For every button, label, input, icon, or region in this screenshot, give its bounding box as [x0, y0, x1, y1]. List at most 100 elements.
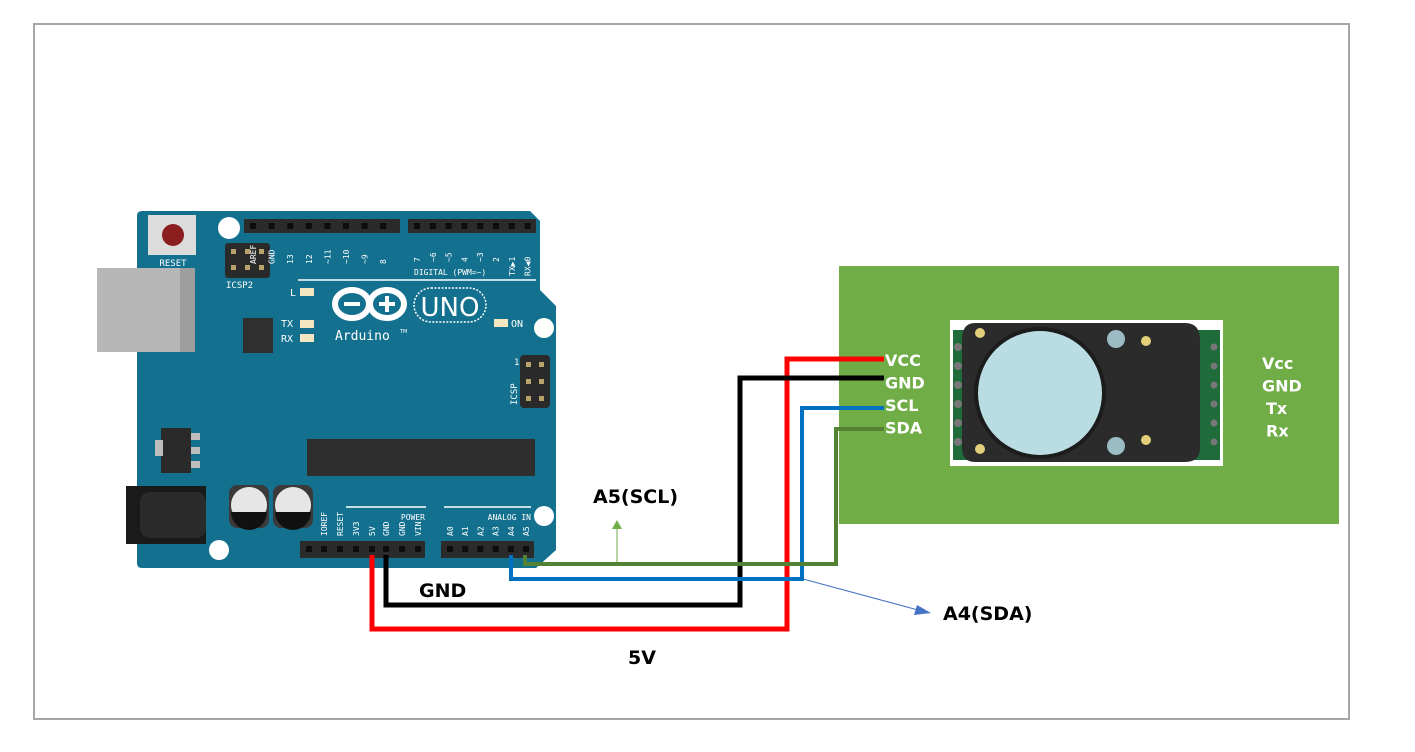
led-rx — [300, 334, 314, 342]
power-label: POWER — [401, 513, 425, 522]
brand-label: Arduino — [335, 329, 390, 344]
analog-socket[interactable] — [492, 546, 499, 552]
digital-pin-label: 2 — [492, 257, 501, 262]
sensor-wire-label: VCC — [885, 351, 921, 370]
digital-socket[interactable] — [461, 223, 468, 229]
sensor-pin-label: Tx — [1266, 399, 1288, 418]
sensor-photo — [950, 320, 1223, 466]
sensor-pin — [1210, 381, 1218, 389]
sensor-wire-label: GND — [885, 374, 925, 393]
digital-label: DIGITAL (PWM=~) — [414, 268, 486, 277]
digital-pin-label: ~3 — [476, 252, 485, 262]
power-socket[interactable] — [321, 546, 327, 552]
mounting-hole — [534, 506, 554, 526]
analog-socket[interactable] — [477, 546, 484, 552]
sensor-pin — [954, 400, 962, 408]
digital-socket[interactable] — [305, 223, 312, 229]
power-pin-label: GND — [382, 521, 391, 536]
sensor-pin — [954, 419, 962, 427]
gnd-annotation: GND — [419, 580, 466, 602]
digital-socket[interactable] — [380, 223, 387, 229]
capacitor — [273, 485, 313, 530]
reset-button[interactable] — [162, 224, 184, 246]
sensor-pin — [954, 438, 962, 446]
arduino-logo — [332, 287, 407, 321]
digital-socket[interactable] — [524, 223, 531, 229]
digital-socket[interactable] — [361, 223, 368, 229]
power-socket[interactable] — [337, 546, 343, 552]
sensor-pin — [1210, 343, 1218, 351]
power-pin-label: 3V3 — [352, 521, 361, 536]
analog-socket[interactable] — [523, 546, 529, 552]
diagram-frame — [33, 23, 1350, 720]
icsp-header — [520, 355, 550, 408]
power-pin-label: 5V — [368, 526, 377, 536]
analog-pin-label: A2 — [476, 526, 485, 536]
led-on — [494, 319, 508, 327]
digital-socket[interactable] — [429, 223, 436, 229]
sensor-pin — [1210, 438, 1218, 446]
a5-annotation: A5(SCL) — [593, 486, 678, 508]
icsp2-header — [225, 243, 270, 278]
digital-socket[interactable] — [445, 223, 452, 229]
power-socket[interactable] — [369, 546, 375, 552]
digital-header-right — [408, 219, 536, 233]
digital-socket[interactable] — [477, 223, 484, 229]
digital-socket[interactable] — [414, 223, 420, 229]
power-socket[interactable] — [306, 546, 312, 552]
mounting-hole — [209, 540, 229, 560]
sensor-pin-label: Rx — [1266, 422, 1289, 441]
microcontroller-chip — [307, 439, 535, 476]
mounting-hole — [218, 217, 240, 239]
digital-pin-label: ~9 — [361, 254, 370, 264]
board-pcb — [137, 211, 556, 568]
digital-pin-label: 4 — [460, 257, 469, 262]
power-pin-label: VIN — [414, 521, 423, 536]
power-socket[interactable] — [415, 546, 421, 552]
digital-pin-label: TX▶1 — [508, 257, 517, 276]
usb-port — [97, 268, 195, 352]
icsp-pin1-label: 1 — [514, 358, 519, 368]
digital-pin-label: 13 — [286, 254, 295, 264]
digital-header-left — [244, 219, 400, 233]
analog-socket[interactable] — [507, 546, 514, 552]
capacitor — [229, 485, 269, 530]
digital-socket[interactable] — [493, 223, 499, 229]
power-socket[interactable] — [383, 546, 389, 552]
power-socket[interactable] — [353, 546, 359, 552]
analog-pin-label: A4 — [507, 526, 516, 536]
trademark: TM — [399, 329, 407, 335]
digital-socket[interactable] — [250, 223, 256, 229]
digital-socket[interactable] — [268, 223, 275, 229]
wire-5v — [369, 356, 884, 632]
digital-pin-label: ~11 — [323, 249, 332, 264]
power-socket[interactable] — [399, 546, 405, 552]
digital-socket[interactable] — [324, 223, 331, 229]
wire-a5 — [523, 427, 884, 566]
a4-annotation: A4(SDA) — [943, 603, 1032, 625]
digital-pin-label: AREF — [249, 245, 258, 264]
digital-socket[interactable] — [508, 223, 515, 229]
analog-pin-label: A3 — [492, 526, 501, 536]
digital-socket[interactable] — [287, 223, 294, 229]
icsp-label: ICSP — [510, 383, 520, 405]
a4-arrow-line — [802, 578, 919, 611]
digital-socket[interactable] — [343, 223, 349, 229]
icsp2-label: ICSP2 — [226, 281, 253, 291]
led-l-label: L — [290, 288, 296, 299]
power-pin-label: GND — [398, 521, 407, 536]
analog-pin-label: A1 — [461, 526, 470, 536]
sensor-pin — [954, 362, 962, 370]
led-tx-label: TX — [281, 319, 293, 330]
analog-socket[interactable] — [462, 546, 469, 552]
analog-socket[interactable] — [447, 546, 453, 552]
digital-pin-label: ~6 — [429, 252, 438, 262]
analog-header — [441, 541, 534, 558]
model-label: UNO — [421, 293, 480, 323]
digital-pin-label: 8 — [379, 259, 388, 264]
digital-pin-label: GND — [268, 249, 277, 264]
digital-pin-label: 12 — [305, 254, 314, 264]
wire-gnd — [383, 375, 884, 608]
wire-a4 — [509, 406, 884, 581]
